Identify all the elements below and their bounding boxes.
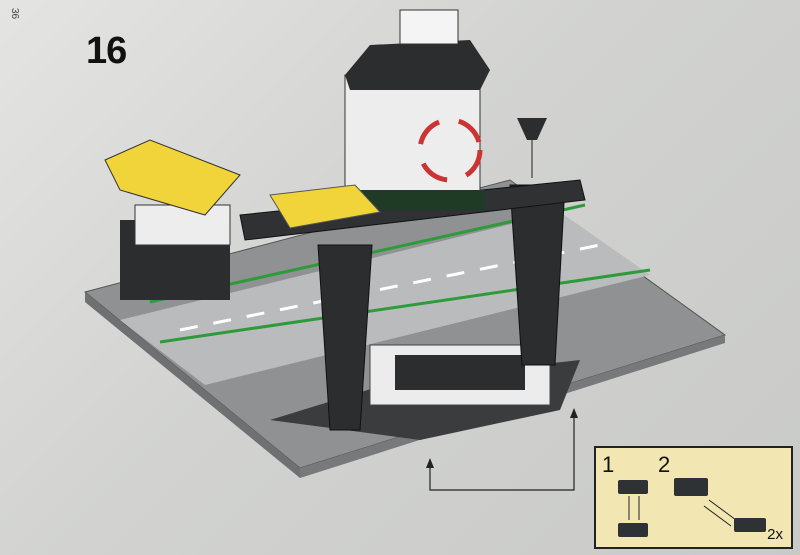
- callout-parts: [618, 478, 766, 537]
- barrier-inner: [395, 355, 525, 390]
- lamp: [517, 118, 547, 140]
- substep-1-number: 1: [602, 452, 615, 477]
- arrow-head: [426, 458, 434, 468]
- gauge: [417, 117, 483, 183]
- baseplate-side: [85, 292, 300, 478]
- arrow-head: [570, 408, 578, 418]
- booth-white: [134, 204, 231, 246]
- sub-assembly-callout: 1 2 2x: [594, 446, 793, 549]
- yellow-roof: [104, 139, 241, 216]
- plate-part: [618, 480, 648, 494]
- plate-part: [618, 523, 648, 537]
- step-number: 16: [86, 30, 127, 72]
- substep-2-number: 2: [658, 452, 671, 477]
- plate-part: [734, 518, 766, 532]
- building-roof: [345, 40, 490, 90]
- sign: [399, 9, 459, 45]
- quantity-label: 2x: [767, 526, 783, 543]
- tower-left: [317, 244, 373, 431]
- road-line: [159, 268, 651, 344]
- connector-arrow-line: [429, 412, 575, 491]
- yellow-plate: [269, 184, 381, 229]
- building: [344, 74, 481, 201]
- building-base: [345, 190, 485, 210]
- plate-part: [674, 478, 708, 496]
